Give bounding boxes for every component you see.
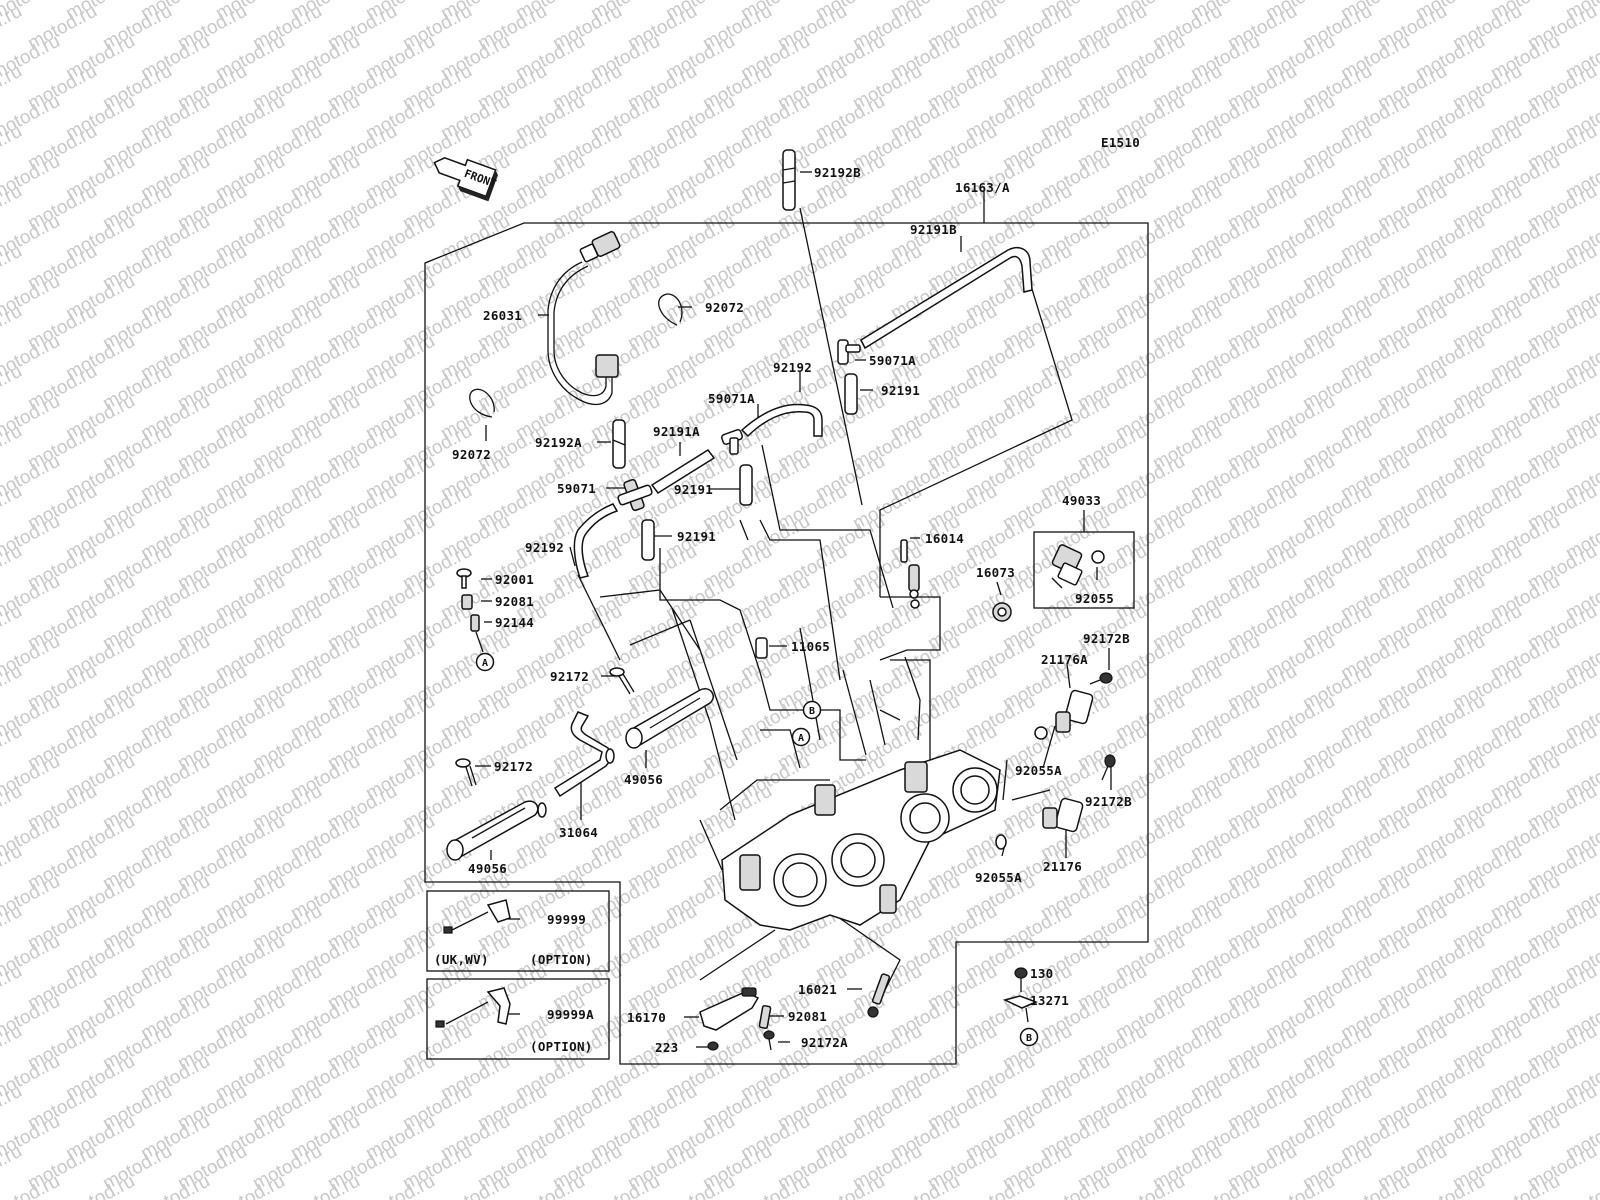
label-92192-low: 92192: [525, 540, 564, 555]
option-label-2: (OPTION): [530, 1039, 593, 1054]
option-region-label: (UK,WV): [434, 952, 489, 967]
label-16021: 16021: [798, 982, 837, 997]
label-92191A: 92191A: [653, 424, 700, 439]
hose-92191-low: [641, 519, 655, 561]
label-49056-low: 49056: [468, 861, 507, 876]
o-ring-31064-b: [537, 802, 547, 818]
label-92172-left: 92172: [494, 759, 533, 774]
ref-circle-a-center: A: [791, 727, 811, 747]
label-11065: 11065: [791, 639, 830, 654]
spring-92081-left: [461, 594, 473, 610]
label-92055A-top: 92055A: [1015, 763, 1062, 778]
label-130: 130: [1030, 966, 1053, 981]
label-16014: 16014: [925, 531, 964, 546]
nut-16073: [992, 602, 1012, 622]
label-26031: 26031: [483, 308, 522, 323]
label-49056-mid: 49056: [624, 772, 663, 787]
o-ring-92055: [1091, 550, 1105, 564]
label-99999: 99999: [547, 912, 586, 927]
ref-circle-b-right: B: [1019, 1027, 1039, 1047]
svg-text:B: B: [809, 706, 815, 717]
label-31064: 31064: [559, 825, 598, 840]
label-16163A: 16163/A: [955, 180, 1010, 195]
label-59071A-mid: 59071A: [708, 391, 755, 406]
label-92191-low: 92191: [677, 529, 716, 544]
cap-11065: [755, 637, 768, 659]
hose-92191-top: [844, 373, 858, 415]
label-92081-low: 92081: [788, 1009, 827, 1024]
label-16073: 16073: [976, 565, 1015, 580]
label-92144: 92144: [495, 615, 534, 630]
label-92055A-low: 92055A: [975, 870, 1022, 885]
svg-text:A: A: [482, 658, 488, 669]
label-21176A: 21176A: [1041, 652, 1088, 667]
label-92072-top: 92072: [705, 300, 744, 315]
label-92001: 92001: [495, 572, 534, 587]
label-92191-top: 92191: [881, 383, 920, 398]
option-label-1: (OPTION): [530, 952, 593, 967]
label-49033: 49033: [1062, 493, 1101, 508]
diagram-code: E1510: [1101, 135, 1140, 150]
label-21176: 21176: [1043, 859, 1082, 874]
label-59071A-top: 59071A: [869, 353, 916, 368]
label-16170: 16170: [627, 1010, 666, 1025]
o-ring-92055a-top: [1034, 726, 1048, 740]
label-92172-mid: 92172: [550, 669, 589, 684]
label-92192-mid: 92192: [773, 360, 812, 375]
hose-92192b: [782, 149, 796, 211]
svg-text:B: B: [1026, 1033, 1032, 1044]
spring-92144: [470, 614, 480, 632]
ref-circle-b-center: B: [802, 700, 822, 720]
label-92172A: 92172A: [801, 1035, 848, 1050]
screw-92001: [456, 568, 472, 589]
label-92072-left: 92072: [452, 447, 491, 462]
o-ring-31064-a: [605, 748, 615, 764]
label-92191B: 92191B: [910, 222, 957, 237]
label-59071: 59071: [557, 481, 596, 496]
o-ring-92055a-low: [995, 834, 1007, 850]
label-13271: 13271: [1030, 993, 1069, 1008]
label-92172B-top: 92172B: [1083, 631, 1130, 646]
label-92081-left: 92081: [495, 594, 534, 609]
label-99999A: 99999A: [547, 1007, 594, 1022]
label-92191-mid: 92191: [674, 482, 713, 497]
svg-text:A: A: [798, 733, 804, 744]
label-223: 223: [655, 1040, 678, 1055]
ref-circle-a-left: A: [475, 652, 495, 672]
hose-92191-mid: [739, 464, 753, 506]
label-92192A: 92192A: [535, 435, 582, 450]
label-92192B: 92192B: [814, 165, 861, 180]
label-92172B-low: 92172B: [1085, 794, 1132, 809]
screw-223: [707, 1041, 719, 1051]
label-92055: 92055: [1075, 591, 1114, 606]
